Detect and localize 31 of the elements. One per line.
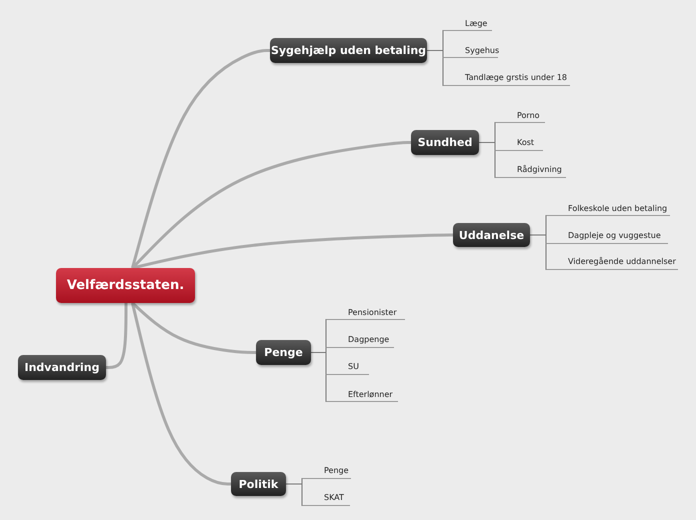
branch-connector — [131, 302, 231, 486]
subtopic-label: Dagpenge — [326, 334, 394, 348]
subtopic-label: Sygehus — [443, 45, 498, 58]
subtopic-label: Rådgivning — [495, 164, 566, 178]
bracket-connector — [530, 234, 547, 270]
bracket-connector — [310, 352, 327, 402]
subtopic-label: Efterlønner — [326, 389, 398, 402]
subtopic-label: Porno — [495, 110, 545, 123]
subtopic-label: Tandlæge grstis under 18 — [443, 72, 570, 86]
central-topic: Velfærdsstaten. — [56, 268, 195, 303]
topic-box: Indvandring — [18, 355, 106, 380]
branch-connector — [131, 49, 270, 268]
topic-box: Sundhed — [411, 130, 479, 155]
bracket-connector — [286, 484, 303, 506]
subtopic-label: Kost — [495, 137, 543, 151]
subtopic-label: Pensionister — [326, 307, 405, 320]
topic-box: Sygehjælp uden betaling — [270, 38, 427, 63]
topic-box: Penge — [256, 340, 311, 365]
branch-connector — [132, 234, 453, 270]
subtopic-label: Læge — [443, 18, 492, 31]
topic-box: Uddanelse — [453, 223, 530, 247]
bracket-connector — [426, 50, 444, 86]
subtopic-label: SU — [326, 361, 369, 375]
subtopic-label: Folkeskole uden betaling — [546, 203, 670, 216]
branch-connector — [131, 302, 256, 354]
subtopic-label: Dagpleje og vuggestue — [546, 230, 668, 244]
subtopic-label: Penge — [302, 465, 351, 479]
bracket-connector — [478, 142, 496, 178]
subtopic-label: Videregående uddannelser — [546, 256, 678, 270]
topic-box: Politik — [231, 472, 286, 496]
subtopic-label: SKAT — [302, 492, 350, 506]
